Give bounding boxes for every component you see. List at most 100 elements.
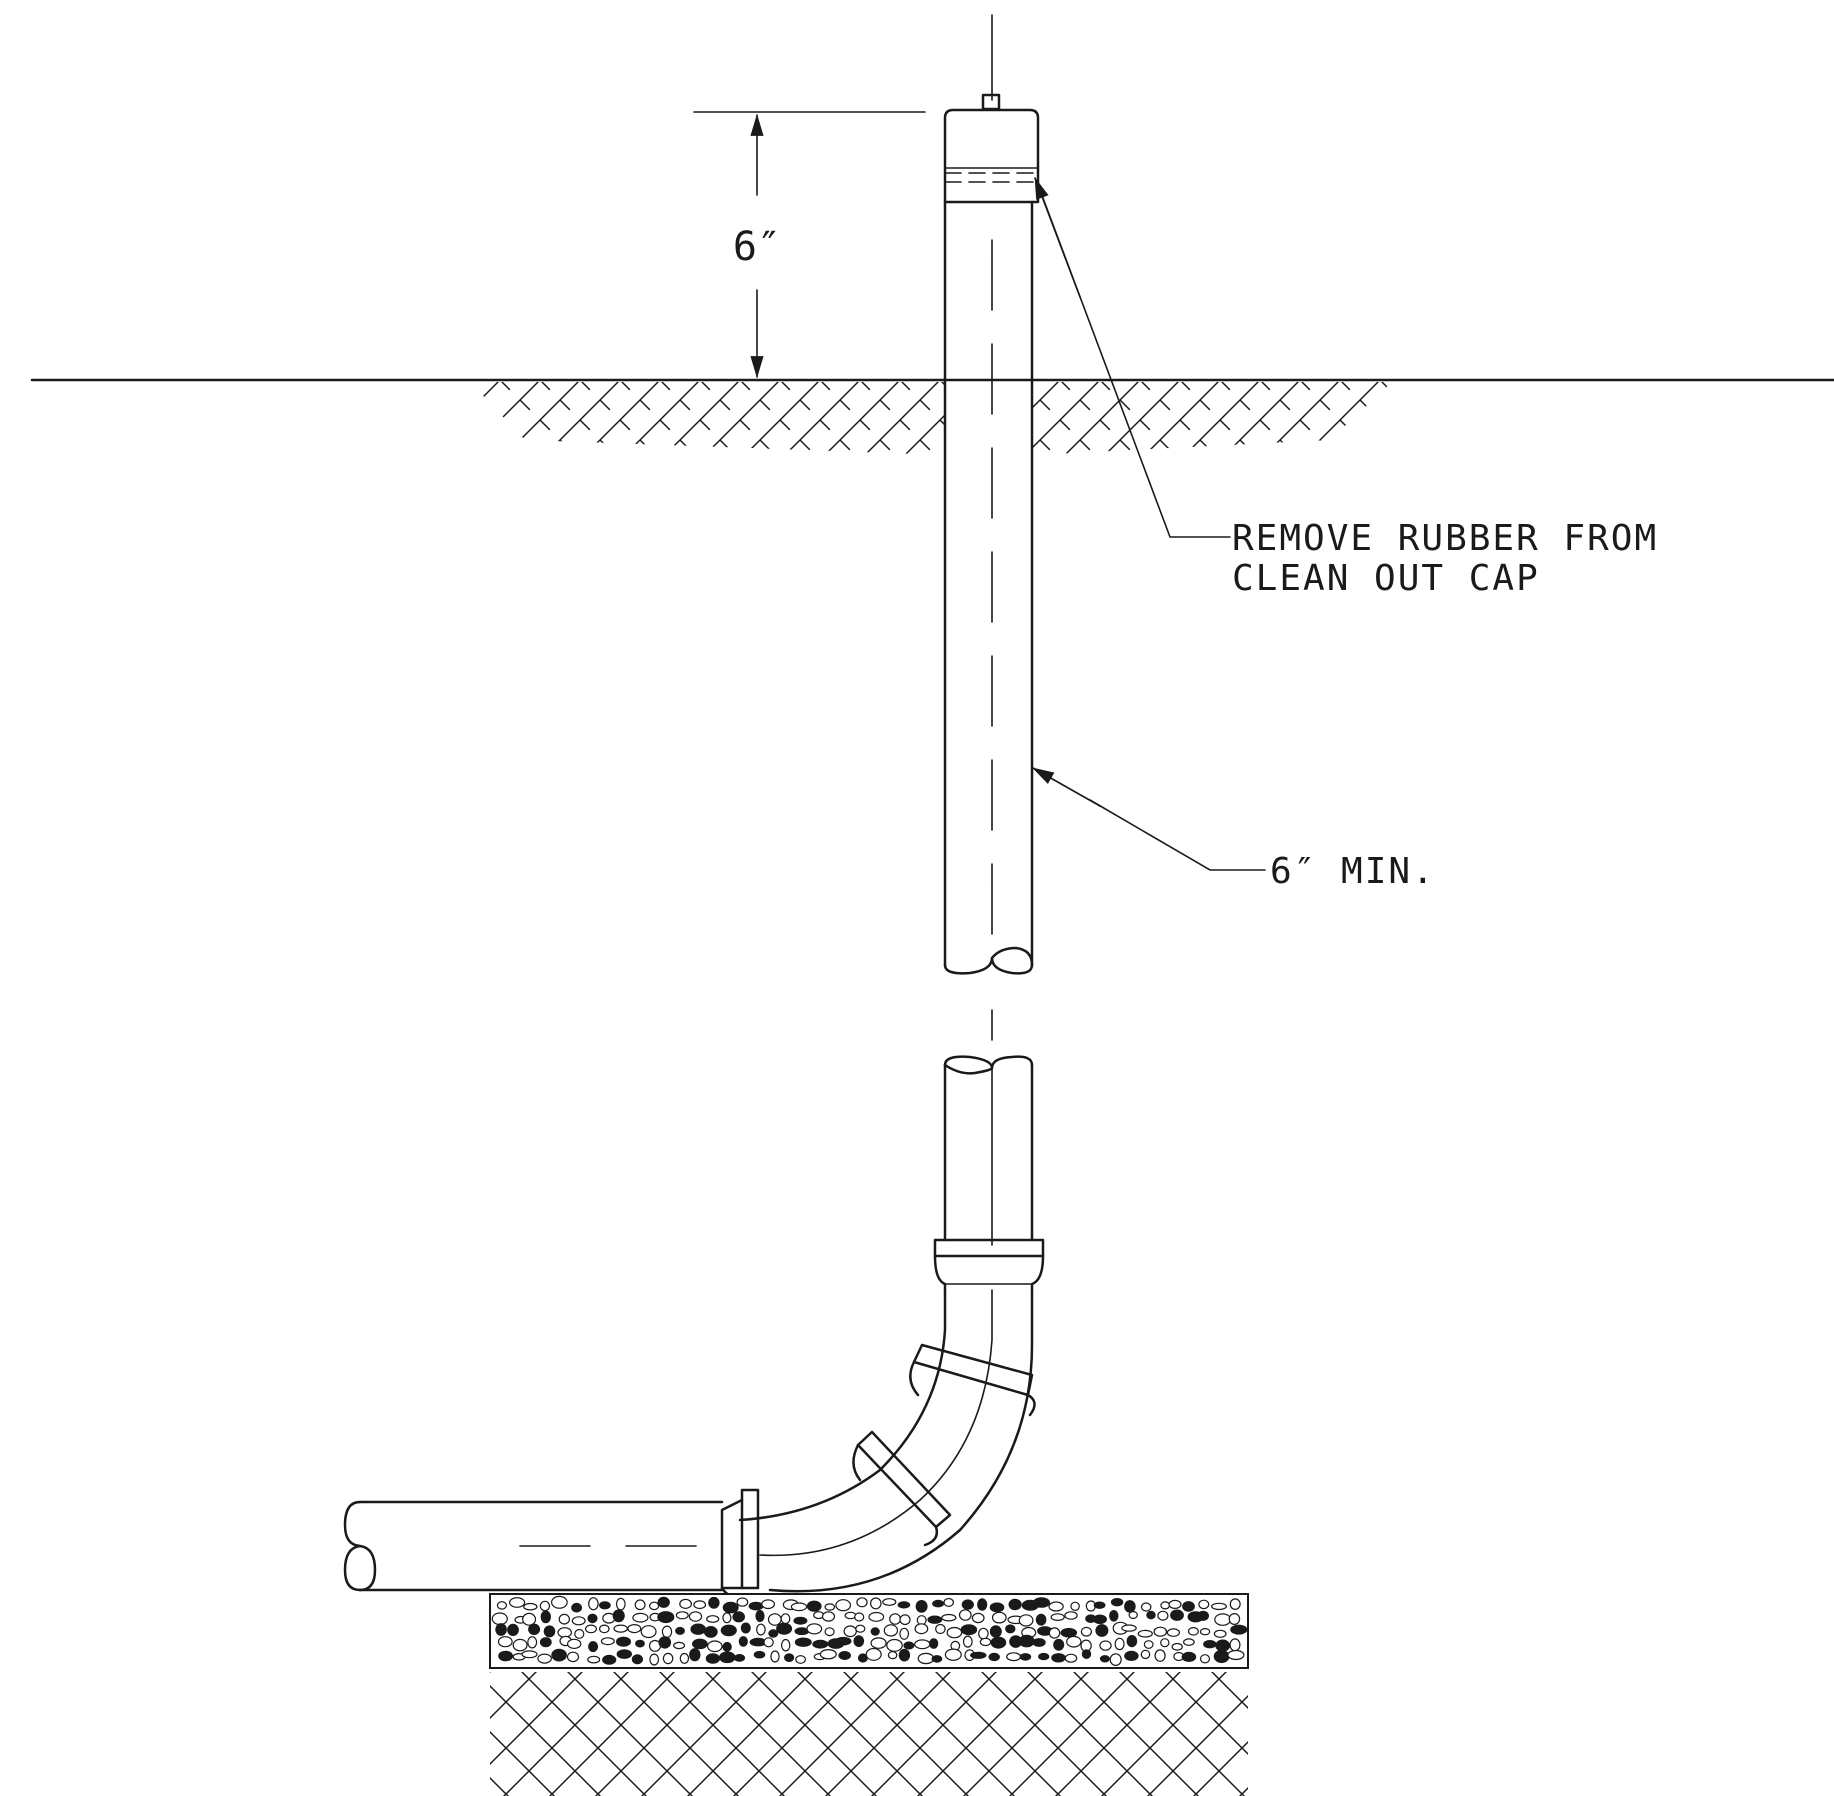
gravel-stone [870, 1637, 887, 1649]
gravel-stone [634, 1599, 646, 1611]
gravel-stone [507, 1623, 519, 1637]
gravel-stone [1213, 1629, 1227, 1638]
gravel-stone [1157, 1610, 1169, 1621]
gravel-stone [1032, 1638, 1046, 1647]
lateral-pipe [343, 1500, 724, 1592]
gravel-stone [1018, 1634, 1035, 1648]
gravel-stone [658, 1636, 672, 1649]
gravel-stone [1171, 1642, 1183, 1651]
gravel-stone [1187, 1627, 1199, 1636]
gravel-stone [944, 1648, 962, 1661]
gravel-stone [899, 1614, 911, 1626]
gravel-stone [780, 1613, 791, 1625]
gravel-stone [706, 1615, 720, 1623]
gravel-stone [898, 1648, 911, 1662]
gravel-stone [1140, 1602, 1152, 1612]
gravel-stone [979, 1637, 992, 1647]
gravel-stone [615, 1597, 626, 1611]
gravel-stone [1093, 1601, 1106, 1609]
gravel-stone [989, 1602, 1005, 1613]
gravel-stone [883, 1624, 899, 1637]
gravel-stone [819, 1648, 837, 1660]
gravel-stone [929, 1638, 939, 1649]
gravel-stone [1170, 1609, 1184, 1621]
gravel-stone [834, 1636, 852, 1646]
gravel-stone [527, 1636, 538, 1649]
gravel-stone [661, 1625, 673, 1639]
gravel-stone [722, 1641, 732, 1652]
gravel-stone [1048, 1627, 1061, 1639]
elbow-coupling-2 [852, 1430, 952, 1547]
gravel-stone [1032, 1597, 1050, 1608]
gravel-stone [960, 1624, 978, 1636]
gravel-stone [558, 1613, 571, 1625]
gravel-stone [567, 1638, 582, 1650]
gravel-stone [917, 1652, 935, 1665]
callout-cap-line1: REMOVE RUBBER FROM [1232, 518, 1658, 559]
gravel-stone [977, 1598, 988, 1611]
gravel-stone [1005, 1624, 1016, 1634]
gravel-stone [970, 1651, 987, 1659]
gravel-stone [1199, 1654, 1211, 1664]
gravel-stone [566, 1651, 580, 1663]
gravel-stone [1019, 1653, 1032, 1661]
gravel-stone [1153, 1626, 1168, 1637]
gravel-stone [989, 1625, 1002, 1638]
gravel-stone [899, 1627, 910, 1640]
gravel-stone [640, 1625, 657, 1639]
gravel-stone [496, 1601, 507, 1610]
gravel-stone [720, 1624, 737, 1637]
gravel-stone [732, 1611, 745, 1623]
gravel-stone [738, 1636, 748, 1647]
gravel-stone [528, 1623, 541, 1636]
gravel-stone [1035, 1613, 1047, 1626]
gravel-stone [1203, 1639, 1217, 1649]
gravel-stone [915, 1599, 928, 1613]
gravel-stone [1110, 1597, 1124, 1607]
gravel-stone [1140, 1649, 1151, 1660]
gravel-stone [657, 1596, 670, 1608]
gravel-stone [1008, 1598, 1022, 1611]
gravel-stone [722, 1612, 732, 1624]
gravel-stone [1213, 1649, 1230, 1664]
gravel-stone [508, 1597, 526, 1608]
gravel-stone [635, 1639, 645, 1648]
gravel-stone [806, 1600, 822, 1612]
gravel-stone [768, 1629, 779, 1638]
dimension-label: 6″ [733, 224, 781, 270]
gravel-stone [856, 1597, 868, 1608]
upper-coupling [933, 1238, 1045, 1292]
gravel-stone [1099, 1655, 1110, 1663]
gravel-stone [763, 1637, 774, 1648]
gravel-stone [722, 1601, 739, 1614]
gravel-stone [539, 1637, 552, 1648]
gravel-stone [1143, 1640, 1154, 1649]
lower-coupling [720, 1488, 760, 1600]
gravel-stone [588, 1597, 599, 1611]
gravel-stone [587, 1655, 601, 1664]
gravel-stone [753, 1650, 766, 1659]
gravel-stone [598, 1624, 610, 1634]
gravel-stone [491, 1612, 508, 1626]
gravel-stone [1099, 1640, 1112, 1651]
gravel-stone [1053, 1638, 1065, 1651]
gravel-stone [1154, 1649, 1166, 1662]
gravel-stone [794, 1637, 812, 1647]
gravel-stone [631, 1654, 644, 1665]
gravel-stone [812, 1639, 829, 1649]
gravel-stone [675, 1611, 689, 1620]
gravel-stone [988, 1652, 1000, 1662]
surface-soil-left [470, 382, 945, 455]
gravel-stone [632, 1612, 649, 1623]
gravel-stone [627, 1623, 642, 1634]
gravel-stone [1146, 1610, 1156, 1620]
gravel-stone [498, 1650, 514, 1662]
gravel-stone [943, 1597, 954, 1607]
gravel-stone [1114, 1637, 1125, 1651]
gravel-stone [705, 1653, 721, 1664]
gravel-stone [1038, 1652, 1050, 1661]
gravel-stone [761, 1599, 775, 1610]
gravel-stone [854, 1612, 865, 1622]
gravel-stone [1197, 1610, 1209, 1621]
gravel-stone [931, 1655, 943, 1663]
